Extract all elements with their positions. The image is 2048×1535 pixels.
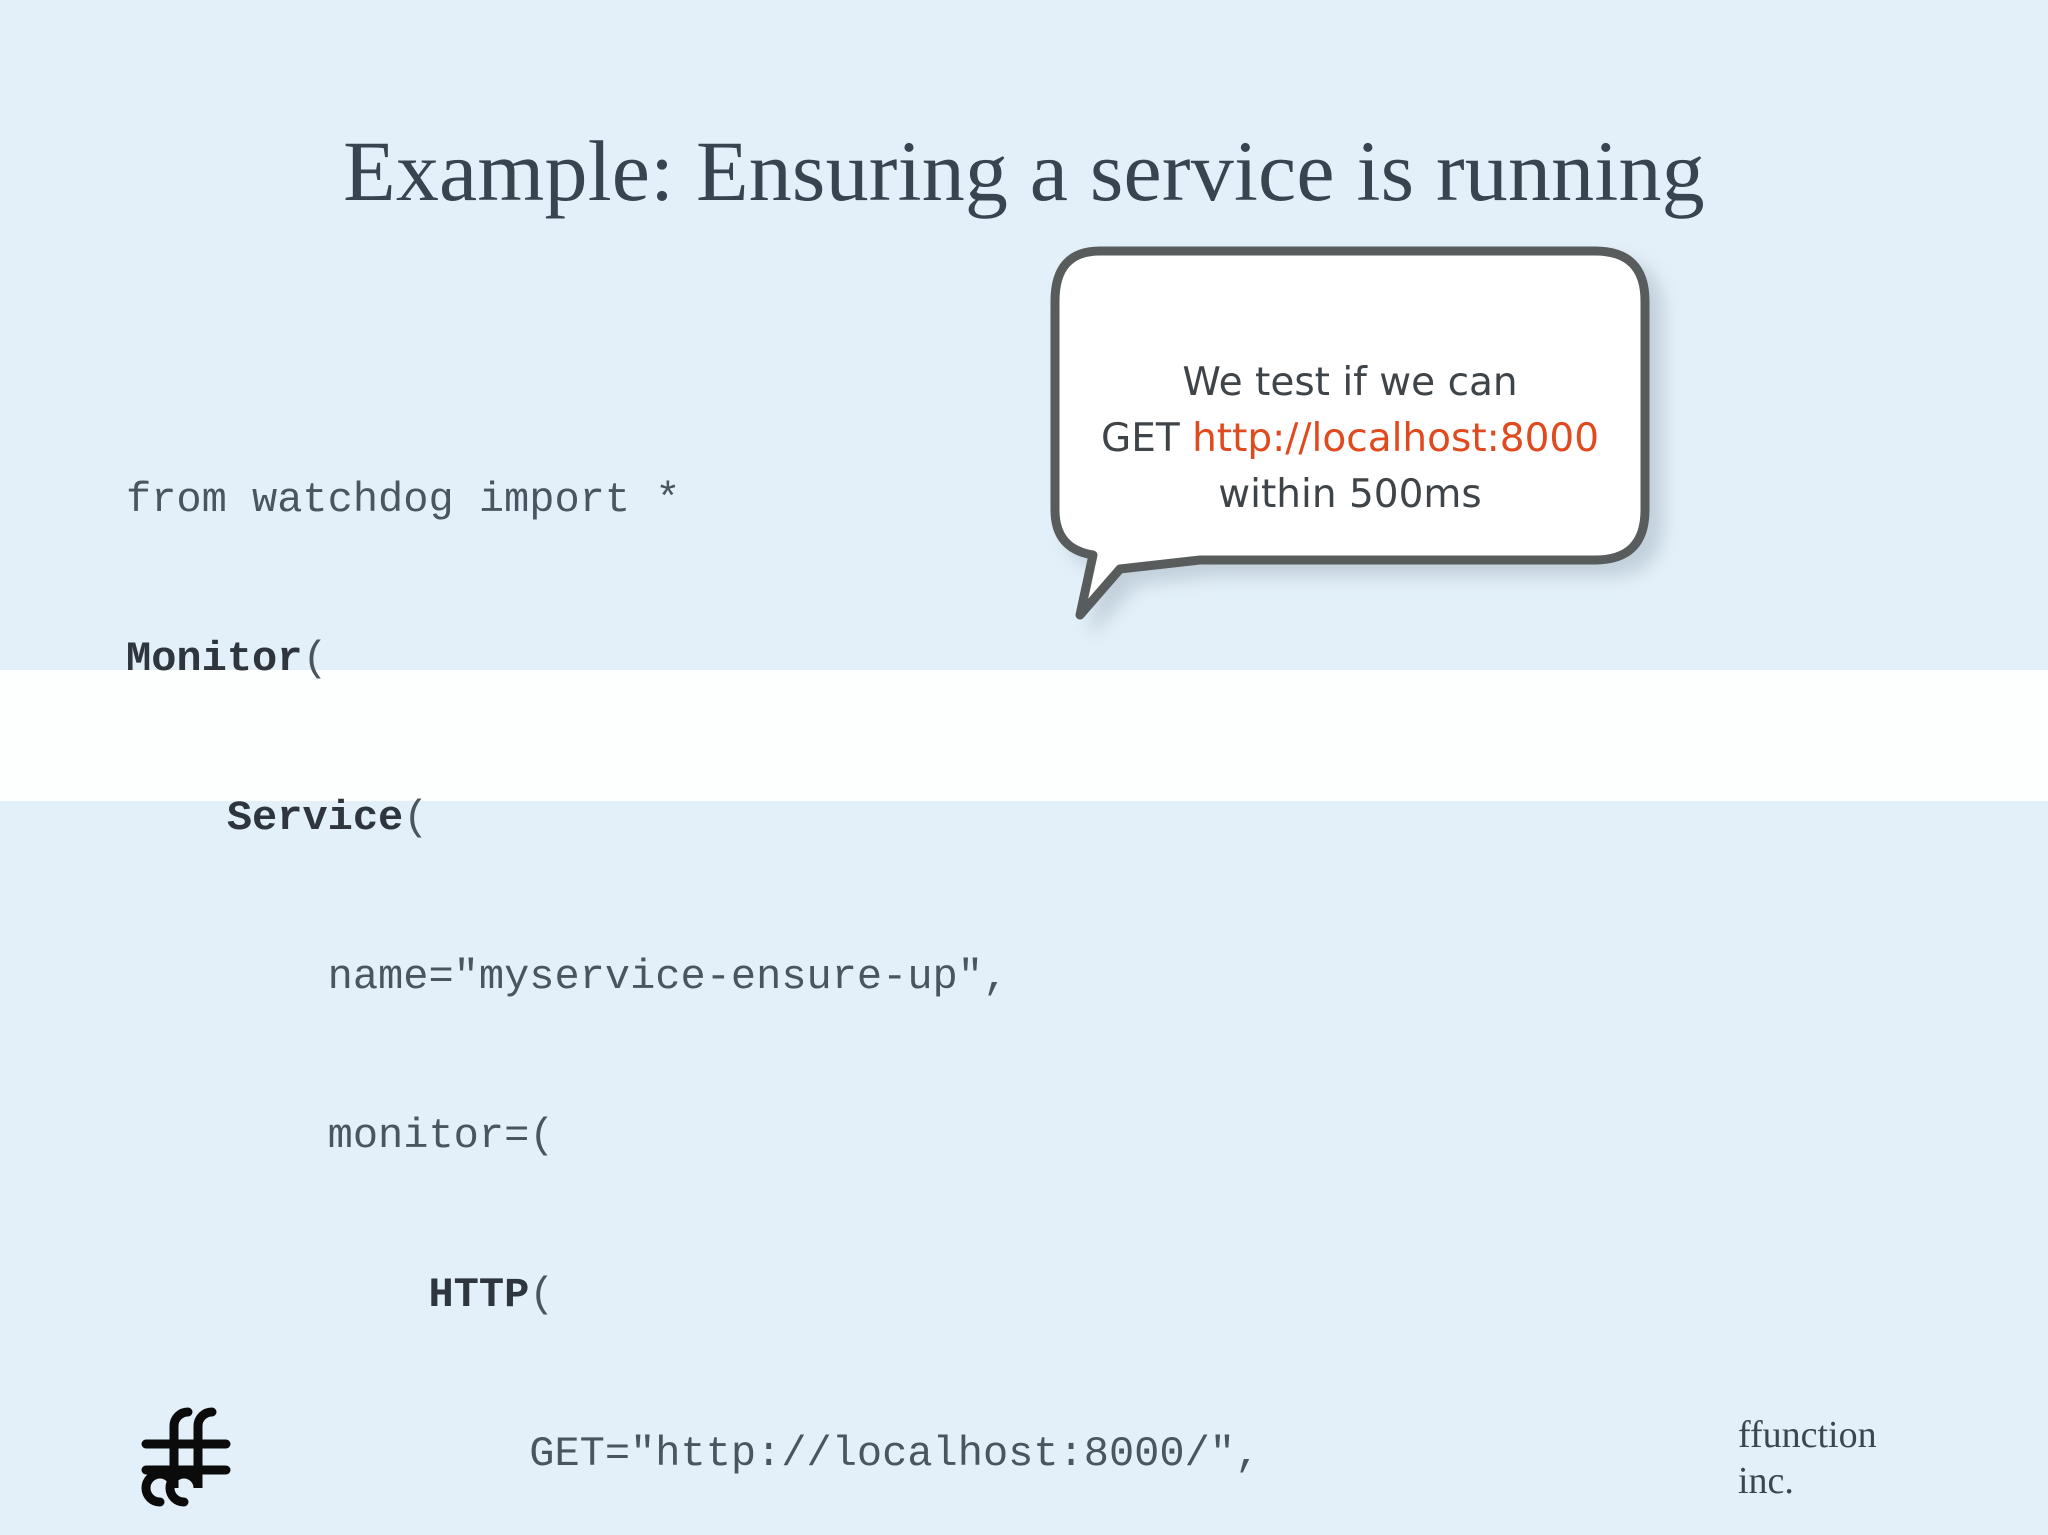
code-line-1: from watchdog import * [126,474,1563,527]
code-line-5: monitor=( [126,1110,1563,1163]
ffunction-logo-icon [124,1402,234,1512]
page-title: Example: Ensuring a service is running [343,123,1705,219]
code-line-6: HTTP( [126,1269,1563,1322]
brand-line-2: inc. [1738,1460,1794,1502]
callout-line-3: within 500ms [1218,472,1482,517]
code-line-2: Monitor( [126,633,1563,686]
code-line-4: name="myservice-ensure-up", [126,951,1563,1004]
speech-bubble-shape [1050,246,1650,620]
code-text: name="myservice-ensure-up", [327,953,1009,1001]
code-line-3: Service( [126,792,1563,845]
speech-bubble-text: We test if we can GET http://localhost:8… [1070,355,1630,523]
code-keyword: Monitor [126,635,303,683]
code-text: ( [302,635,328,683]
code-text: monitor=( [327,1112,555,1160]
code-keyword: Service [226,794,404,842]
code-text: from watchdog import * [126,476,681,524]
callout-line-2: GET http://localhost:8000 [1070,411,1630,467]
footer-brand: ffunction inc. [1738,1412,1877,1504]
code-highlight-band [0,670,2048,801]
code-indent [126,794,227,842]
code-line-7: GET="http://localhost:8000/", [126,1428,1563,1481]
code-text: GET="http://localhost:8000/", [529,1430,1261,1478]
code-indent [126,953,328,1001]
code-indent [126,1112,328,1160]
code-text: ( [529,1271,555,1319]
callout-url: http://localhost:8000 [1192,416,1600,461]
code-block: from watchdog import * Monitor( Service(… [126,368,1563,1535]
callout-line-1: We test if we can [1182,360,1518,405]
speech-bubble [1050,245,1670,665]
callout-method: GET [1100,416,1193,461]
code-indent [126,1271,428,1319]
brand-line-1: ffunction [1738,1414,1877,1456]
code-text: ( [403,794,429,842]
code-keyword: HTTP [428,1271,530,1319]
